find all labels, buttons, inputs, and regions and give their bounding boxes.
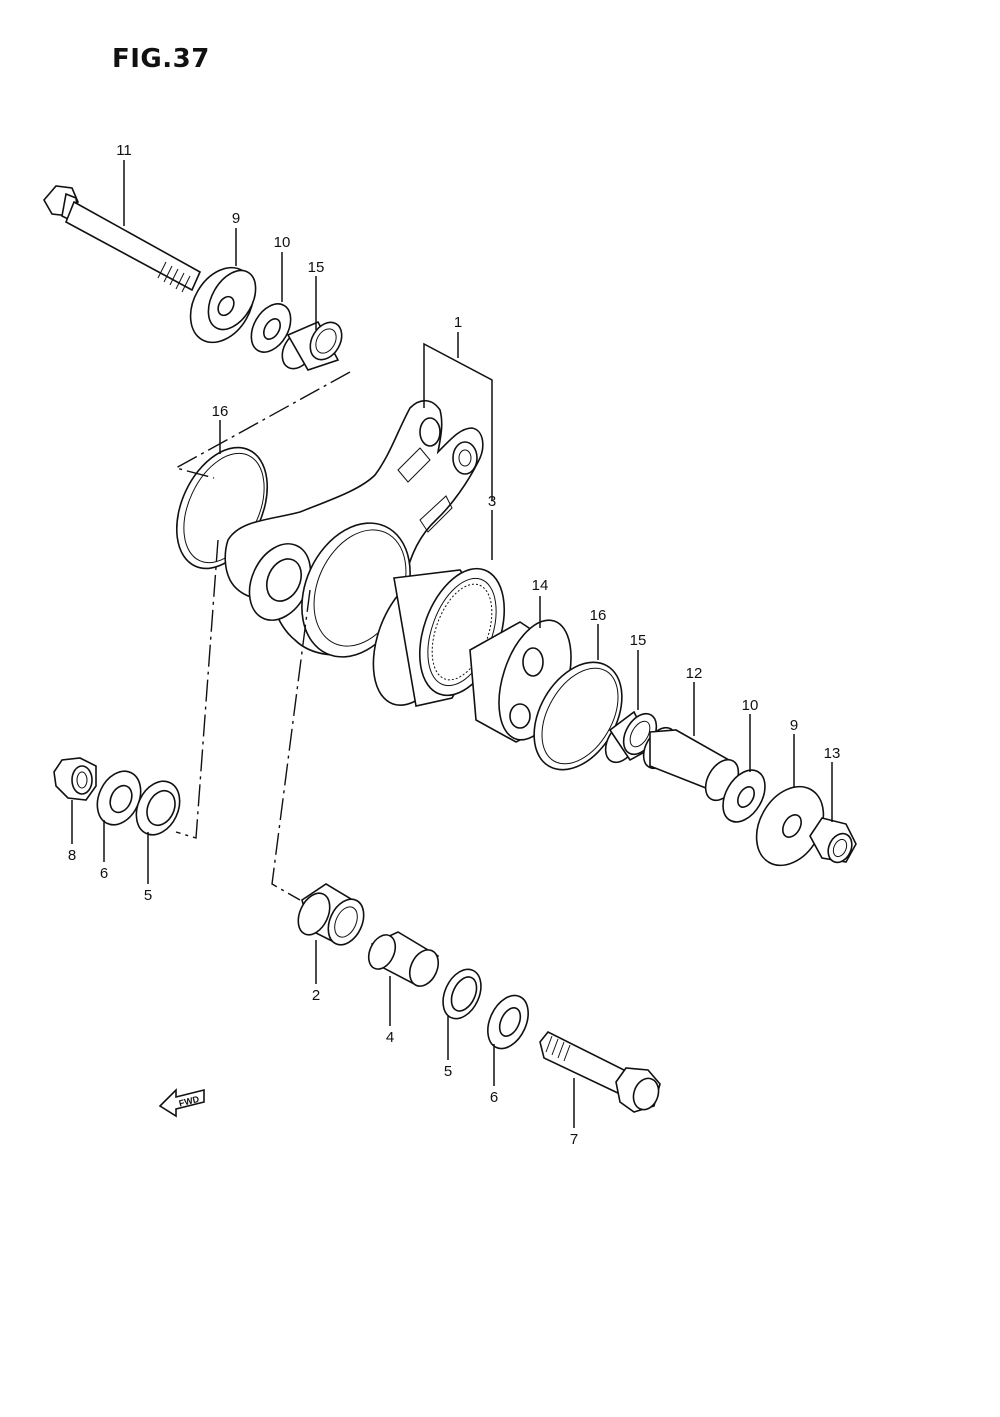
- bolt-12: [43, 185, 202, 293]
- bearing-3: [372, 567, 506, 707]
- washer-10-upper: [250, 303, 292, 353]
- callout-5-lower: 5: [444, 1063, 452, 1080]
- o-ring-16-right: [533, 661, 623, 771]
- nut-13: [809, 817, 857, 864]
- callout-6-left: 6: [100, 865, 108, 882]
- washer-9-upper: [189, 266, 257, 344]
- callout-6-lower: 6: [490, 1089, 498, 1106]
- callout-9-right: 9: [790, 717, 798, 734]
- callout-1: 1: [454, 314, 462, 331]
- callout-10-upper: 10: [274, 234, 291, 251]
- bearing-15-upper: [281, 320, 343, 371]
- callout-12: 11: [116, 142, 132, 159]
- callout-15-right: 15: [630, 632, 647, 649]
- callout-2: 2: [312, 987, 320, 1004]
- callout-13: 13: [824, 745, 841, 762]
- washer-10-right: [722, 769, 766, 823]
- fwd-arrow-icon: FWD: [158, 1088, 205, 1118]
- callout-16-left: 16: [212, 403, 229, 420]
- seal-5-lower: [442, 968, 482, 1020]
- leader-lines: [71, 160, 833, 1128]
- callout-labels: 11 9 10 15 1 16 3 14 16 15 12 10 9 13 8 …: [68, 142, 841, 1148]
- callout-8: 8: [68, 847, 76, 864]
- spacer-4: [367, 931, 440, 988]
- alignment-lines: [174, 371, 351, 901]
- bolt-7: [539, 1030, 661, 1113]
- callout-4: 4: [386, 1029, 394, 1046]
- callout-16-right: 16: [590, 607, 607, 624]
- callout-9-upper: 9: [232, 210, 240, 227]
- figure-title: FIG.37: [112, 44, 210, 74]
- bearing-15-right: [604, 710, 658, 764]
- callout-10-right: 10: [742, 697, 759, 714]
- washer-9-right: [755, 785, 825, 867]
- callout-7: 7: [570, 1131, 578, 1148]
- seal-5-left: [135, 780, 181, 836]
- callout-3: 3: [488, 493, 496, 510]
- washer-6-lower: [487, 994, 529, 1050]
- nut-8: [53, 757, 97, 801]
- fwd-label: FWD: [178, 1094, 201, 1109]
- bearing-2: [297, 883, 365, 946]
- callout-11: 12: [686, 665, 703, 682]
- callout-14: 14: [532, 577, 549, 594]
- callout-5-left: 5: [144, 887, 152, 904]
- callout-15-upper: 15: [308, 259, 325, 276]
